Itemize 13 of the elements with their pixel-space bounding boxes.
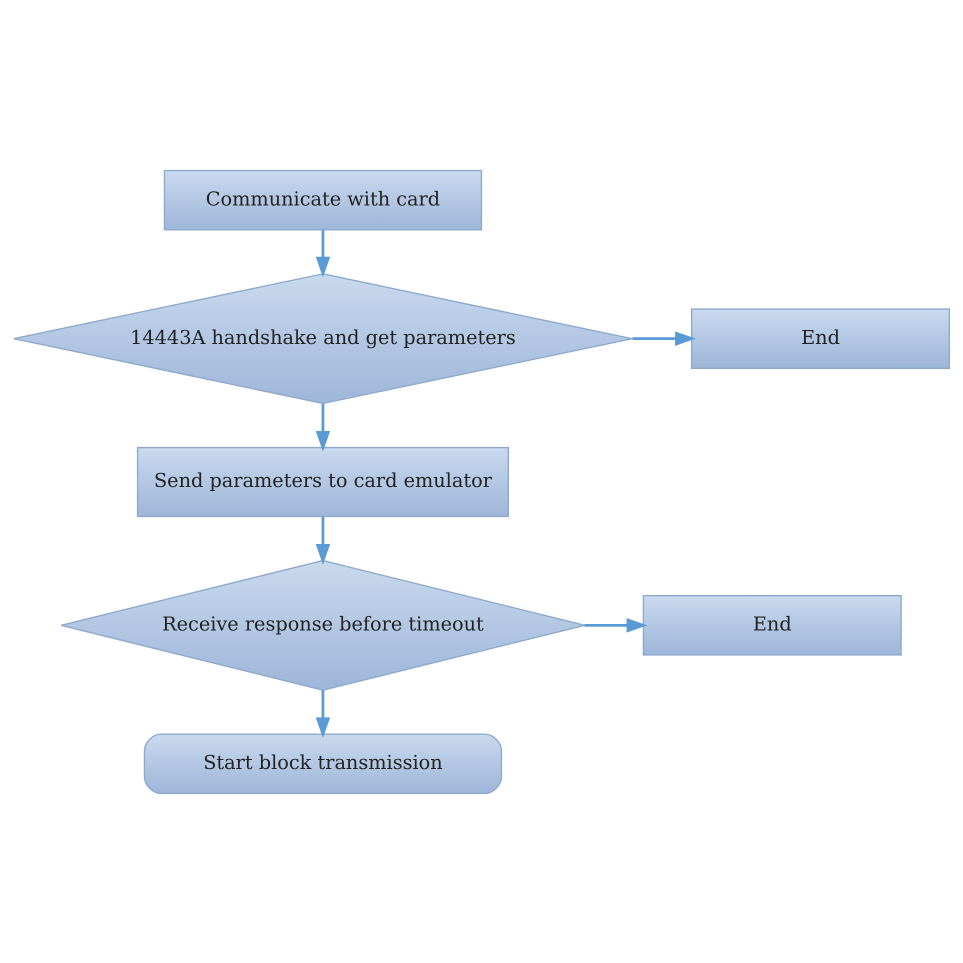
- node-box: End: [642, 594, 902, 656]
- node-box: Communicate with card: [164, 169, 482, 230]
- arrow: [316, 230, 330, 278]
- node-diamond: Receive response before timeout: [60, 559, 586, 690]
- arrow: [316, 690, 330, 738]
- arrow: [632, 330, 696, 346]
- arrow: [316, 403, 330, 452]
- node-box: End: [690, 308, 950, 368]
- arrow: [584, 618, 648, 632]
- arrow: [316, 516, 330, 564]
- node-box: Send parameters to card emulator: [136, 446, 509, 517]
- node-box: Start block transmission: [144, 733, 502, 794]
- node-diamond: 14443A handshake and get parameters: [13, 272, 633, 404]
